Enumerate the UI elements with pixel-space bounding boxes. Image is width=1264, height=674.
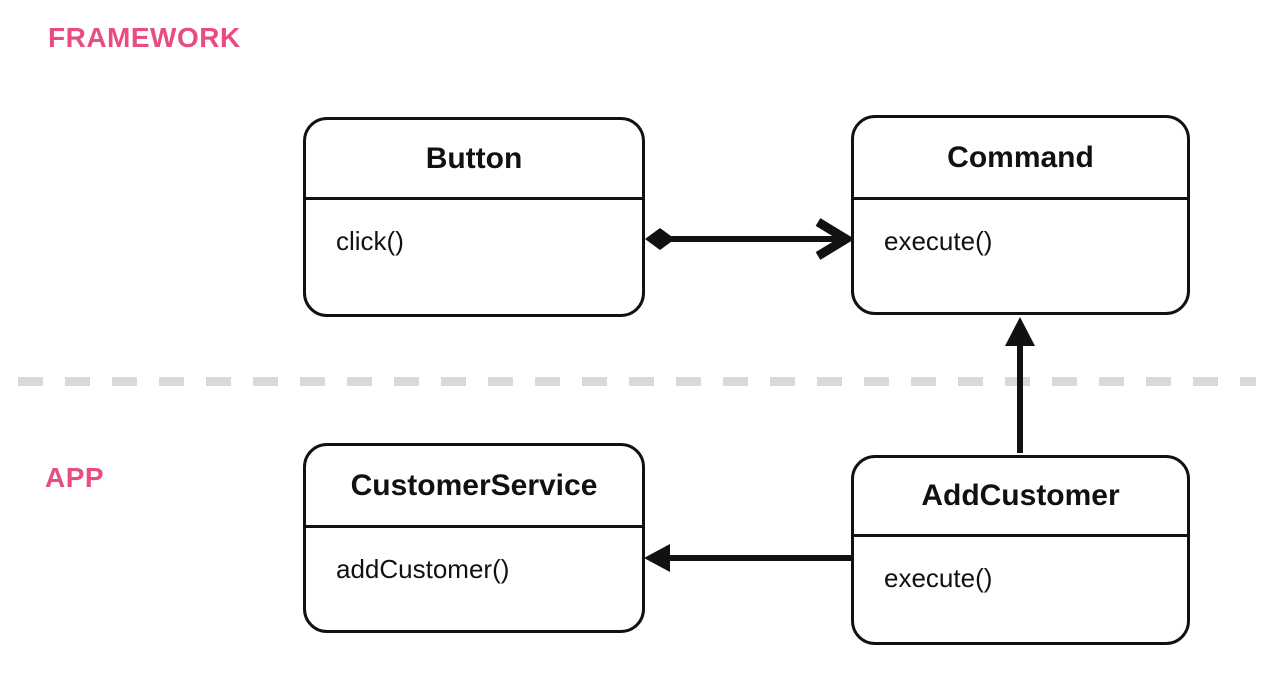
class-box-button: Button click() [303,117,645,317]
class-method: click() [336,226,404,256]
class-box-addcustomer: AddCustomer execute() [851,455,1190,645]
framework-section-label: FRAMEWORK [48,22,241,53]
class-method: execute() [884,226,993,256]
class-title: AddCustomer [854,458,1187,537]
app-section-label: APP [45,462,105,493]
filled-arrowhead-icon [644,544,670,572]
open-arrowhead-icon [815,218,855,260]
arrow-button-to-command [645,218,855,260]
class-box-command: Command execute() [851,115,1190,315]
class-method: addCustomer() [336,554,510,584]
arrow-addcustomer-to-customerservice [644,544,851,572]
class-title: CustomerService [306,446,642,528]
layer-divider-dashed-line [18,377,1256,386]
composition-diamond-icon [645,228,675,250]
class-title: Button [306,120,642,200]
class-box-customerservice: CustomerService addCustomer() [303,443,645,633]
filled-arrowhead-icon [1005,317,1035,346]
class-title: Command [854,118,1187,200]
class-method: execute() [884,563,993,593]
